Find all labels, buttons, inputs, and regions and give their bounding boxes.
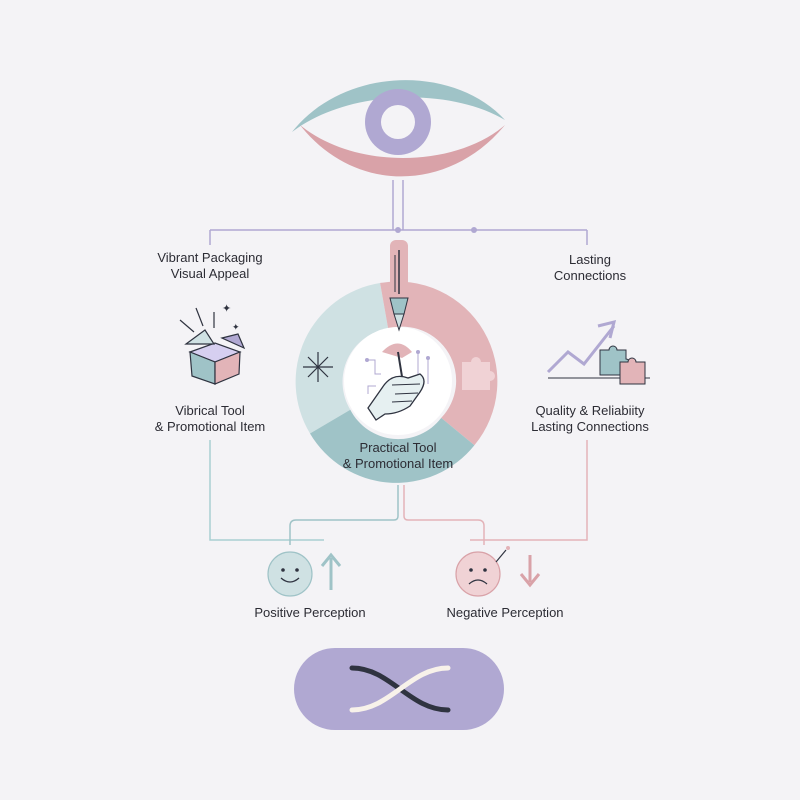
side-connectors bbox=[209, 440, 588, 545]
ring-segment-right bbox=[380, 281, 498, 446]
label-positive-perception: Positive Perception bbox=[254, 605, 366, 620]
frown-face-icon bbox=[455, 546, 510, 597]
svg-text:✦: ✦ bbox=[222, 303, 231, 315]
label-lasting-connections-top: Lasting Connections bbox=[553, 252, 627, 283]
smiley-face-icon bbox=[267, 551, 313, 597]
crossing-curves-icon bbox=[294, 648, 504, 730]
ring-segment-left bbox=[295, 283, 389, 434]
top-connectors bbox=[209, 180, 588, 245]
down-arrow-icon bbox=[519, 555, 541, 588]
up-arrow-icon bbox=[320, 552, 342, 590]
growth-puzzle-icon bbox=[546, 319, 650, 385]
label-vibrant-packaging: Vibrant Packaging Visual Appeal bbox=[157, 250, 263, 281]
ring-segment-bottom bbox=[310, 409, 475, 483]
label-vibrical-tool: Vibrical Tool & Promotional Item bbox=[154, 403, 266, 434]
eye-icon bbox=[292, 80, 505, 177]
hand-holding-pen-icon bbox=[365, 343, 430, 421]
label-negative-perception: Negative Perception bbox=[446, 605, 564, 620]
label-practical-tool: Practical Tool & Promotional Item bbox=[342, 440, 454, 471]
gift-box-icon: ✦ ✦ bbox=[179, 303, 246, 385]
pen-icon bbox=[389, 240, 409, 332]
label-quality-reliability: Quality & Reliabiity Lasting Connections bbox=[531, 403, 649, 434]
svg-text:✦: ✦ bbox=[232, 322, 240, 332]
puzzle-icon bbox=[462, 357, 495, 390]
sparkle-icon bbox=[303, 352, 333, 382]
